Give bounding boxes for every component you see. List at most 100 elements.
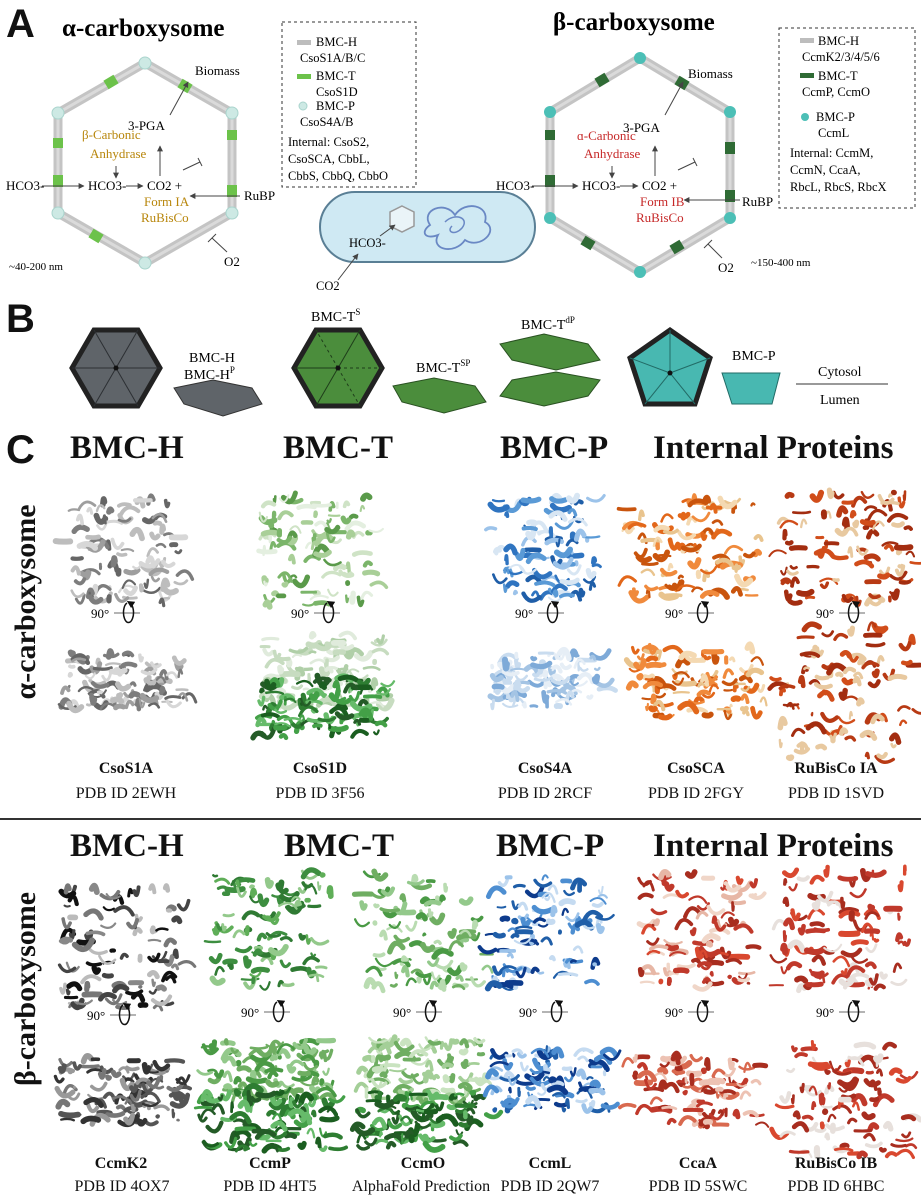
rubisco-ia-side-structure — [767, 621, 921, 764]
alpha-header-bmc-h: BMC-H — [70, 430, 184, 466]
beta-header-bmc-p: BMC-P — [496, 828, 605, 864]
ccml-side-structure — [482, 1045, 622, 1114]
svg-text:90°: 90° — [515, 606, 533, 621]
alpha-hco3-outside: HCO3- — [6, 178, 44, 193]
beta-legend-h: BMC-H — [818, 34, 859, 48]
alpha-biomass: Biomass — [195, 63, 240, 78]
beta-rubisco-line2: RuBisCo — [636, 210, 684, 225]
beta-enzyme-line2: Anhydrase — [584, 146, 641, 161]
cell-hco3: HCO3- — [349, 236, 386, 250]
alpha-legend-internal-1: Internal: CsoS2, — [288, 135, 369, 149]
beta-protein-pdb: PDB ID 5SWC — [648, 1178, 748, 1195]
beta-header-bmc-h: BMC-H — [70, 828, 184, 864]
beta-rubp: RuBP — [742, 194, 773, 209]
bmc-tsp-label: BMC-TSP — [416, 358, 470, 376]
svg-text:90°: 90° — [393, 1005, 411, 1020]
cell-co2: CO2 — [316, 279, 340, 293]
alpha-3pga: 3-PGA — [128, 118, 165, 133]
beta-protein-name: CcmP — [249, 1155, 291, 1172]
beta-legend-p-genes: CcmL — [818, 126, 849, 140]
beta-size: ~150-400 nm — [751, 257, 811, 269]
rotation-90-icon: 90° — [665, 600, 714, 624]
csos1a-side-structure — [57, 648, 198, 714]
panel-b-letter: B — [6, 297, 35, 341]
rotation-90-icon: 90° — [291, 600, 340, 624]
ccmk2-side-structure — [53, 1053, 192, 1128]
bmc-tsp-side-icon — [392, 377, 487, 414]
beta-protein-name: CcmK2 — [94, 1155, 148, 1172]
beta-rubisco-line1: Form IB — [640, 194, 685, 209]
alpha-shell-hexagon — [51, 56, 239, 270]
csosca-top-structure — [616, 493, 764, 604]
rotation-90-icon: 90° — [91, 600, 140, 624]
alpha-size: ~40-200 nm — [9, 261, 63, 273]
beta-shell-hexagon — [544, 52, 736, 278]
alpha-enzyme-line2: Anhydrase — [90, 146, 147, 161]
beta-protein-pdb: PDB ID 4OX7 — [74, 1178, 170, 1195]
panel-a-letter: A — [6, 2, 35, 46]
rubisco-ib-top-structure — [768, 864, 911, 994]
alpha-co2: CO2 + — [147, 178, 182, 193]
bmc-p-pentagon-icon — [627, 326, 713, 407]
alpha-protein-pdb: PDB ID 2RCF — [497, 785, 593, 802]
bmc-h-side-icon — [173, 379, 263, 417]
svg-text:90°: 90° — [91, 606, 109, 621]
alpha-legend-internal-3: CbbS, CbbQ, CbbO — [288, 169, 388, 183]
csos1d-side-lower-structure — [250, 672, 396, 741]
svg-text:90°: 90° — [87, 1008, 105, 1023]
svg-text:90°: 90° — [519, 1005, 537, 1020]
bmc-ts-label: BMC-TS — [311, 307, 360, 325]
beta-legend: BMC-H CcmK2/3/4/5/6 BMC-T CcmP, CcmO BMC… — [778, 27, 916, 209]
lumen-label: Lumen — [820, 393, 860, 408]
beta-biomass: Biomass — [688, 66, 733, 81]
alpha-protein-name: CsoS1D — [292, 760, 348, 777]
beta-legend-t-genes: CcmP, CcmO — [802, 85, 870, 99]
beta-protein-name: CcmL — [528, 1155, 572, 1172]
rotation-90-icon: 90° — [87, 1002, 136, 1026]
structures-canvas: 90°90°90°90°90°90°90°90°90°90°90° — [52, 487, 921, 1160]
beta-hco3-inside: HCO3- — [582, 178, 620, 193]
bmc-tdp-label: BMC-TdP — [521, 315, 575, 333]
bmc-h-hexagon-icon — [69, 327, 163, 409]
alpha-legend-p: BMC-P — [316, 99, 355, 113]
alpha-protein-pdb: PDB ID 1SVD — [787, 785, 884, 802]
rotation-90-icon: 90° — [241, 999, 290, 1023]
alpha-header-bmc-p: BMC-P — [500, 430, 609, 466]
bacterial-cell: HCO3- CO2 — [316, 191, 536, 293]
rubisco-ia-top-structure — [768, 487, 921, 607]
rotation-90-icon: 90° — [515, 600, 564, 624]
svg-text:90°: 90° — [816, 606, 834, 621]
bmc-tdp-side-icon — [499, 333, 601, 407]
beta-legend-p: BMC-P — [816, 110, 855, 124]
alpha-rubisco-line1: Form IA — [144, 194, 190, 209]
beta-legend-internal-3: RbcL, RbcS, RbcX — [790, 180, 887, 194]
bmc-p-label: BMC-P — [732, 349, 776, 364]
beta-3pga: 3-PGA — [623, 120, 660, 135]
alpha-o2: O2 — [224, 254, 240, 269]
alpha-protein-pdb: PDB ID 2EWH — [75, 785, 177, 802]
ccmo-side-lower-structure — [349, 1089, 504, 1153]
row-divider — [0, 818, 921, 820]
bmc-t-hexagon-icon — [291, 327, 385, 409]
alpha-rubp: RuBP — [244, 188, 275, 203]
svg-text:90°: 90° — [665, 606, 683, 621]
csos4a-top-structure — [484, 492, 606, 603]
beta-protein-pdb: PDB ID 2QW7 — [500, 1178, 600, 1195]
alpha-legend-h-genes: CsoS1A/B/C — [300, 51, 365, 65]
svg-text:90°: 90° — [665, 1005, 683, 1020]
csos4a-side-structure — [487, 646, 618, 711]
beta-header-bmc-t: BMC-T — [284, 828, 394, 864]
beta-legend-internal-2: CcmN, CcaA, — [790, 163, 860, 177]
alpha-protein-pdb: PDB ID 2FGY — [647, 785, 744, 802]
ccmp-side-lower-structure — [193, 1082, 349, 1154]
alpha-header-internal: Internal Proteins — [653, 430, 894, 466]
ccmo-top-structure — [351, 868, 494, 994]
beta-protein-pdb: AlphaFold Prediction — [351, 1178, 491, 1195]
beta-protein-name: CcaA — [678, 1155, 718, 1172]
beta-protein-name: RuBisCo IB — [794, 1155, 878, 1172]
alpha-protein-name: RuBisCo IA — [794, 760, 878, 777]
beta-legend-internal-1: Internal: CcmM, — [790, 146, 873, 160]
bmc-h-label: BMC-H — [189, 351, 235, 366]
beta-protein-pdb: PDB ID 6HBC — [787, 1178, 885, 1195]
panel-a-diagram: α-carboxysome Biomass 3-PGA β-Carbonic A… — [6, 9, 916, 293]
